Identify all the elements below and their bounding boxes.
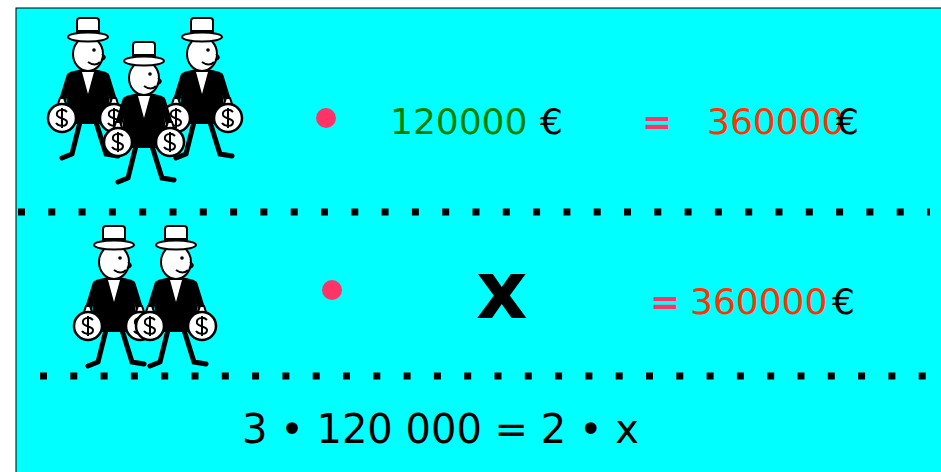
total-value: 360000 xyxy=(707,104,844,140)
businessmen-three xyxy=(48,18,242,182)
currency-sign: € xyxy=(832,284,855,320)
multiply-dot xyxy=(322,280,342,300)
background-panel xyxy=(16,8,941,472)
currency-sign: € xyxy=(540,104,563,140)
equation: 3 • 120 000 = 2 • x xyxy=(242,409,639,449)
currency-sign: € xyxy=(836,104,859,140)
amount-value: 120000 xyxy=(390,104,527,140)
total-value: 360000 xyxy=(690,284,827,320)
equals-sign: = xyxy=(642,104,672,140)
dotted-separator xyxy=(40,373,930,380)
businessmen-two xyxy=(74,226,216,366)
dotted-separator xyxy=(18,209,930,216)
unknown-variable: x xyxy=(476,251,528,331)
equals-sign: = xyxy=(650,284,680,320)
multiply-dot xyxy=(316,108,336,128)
